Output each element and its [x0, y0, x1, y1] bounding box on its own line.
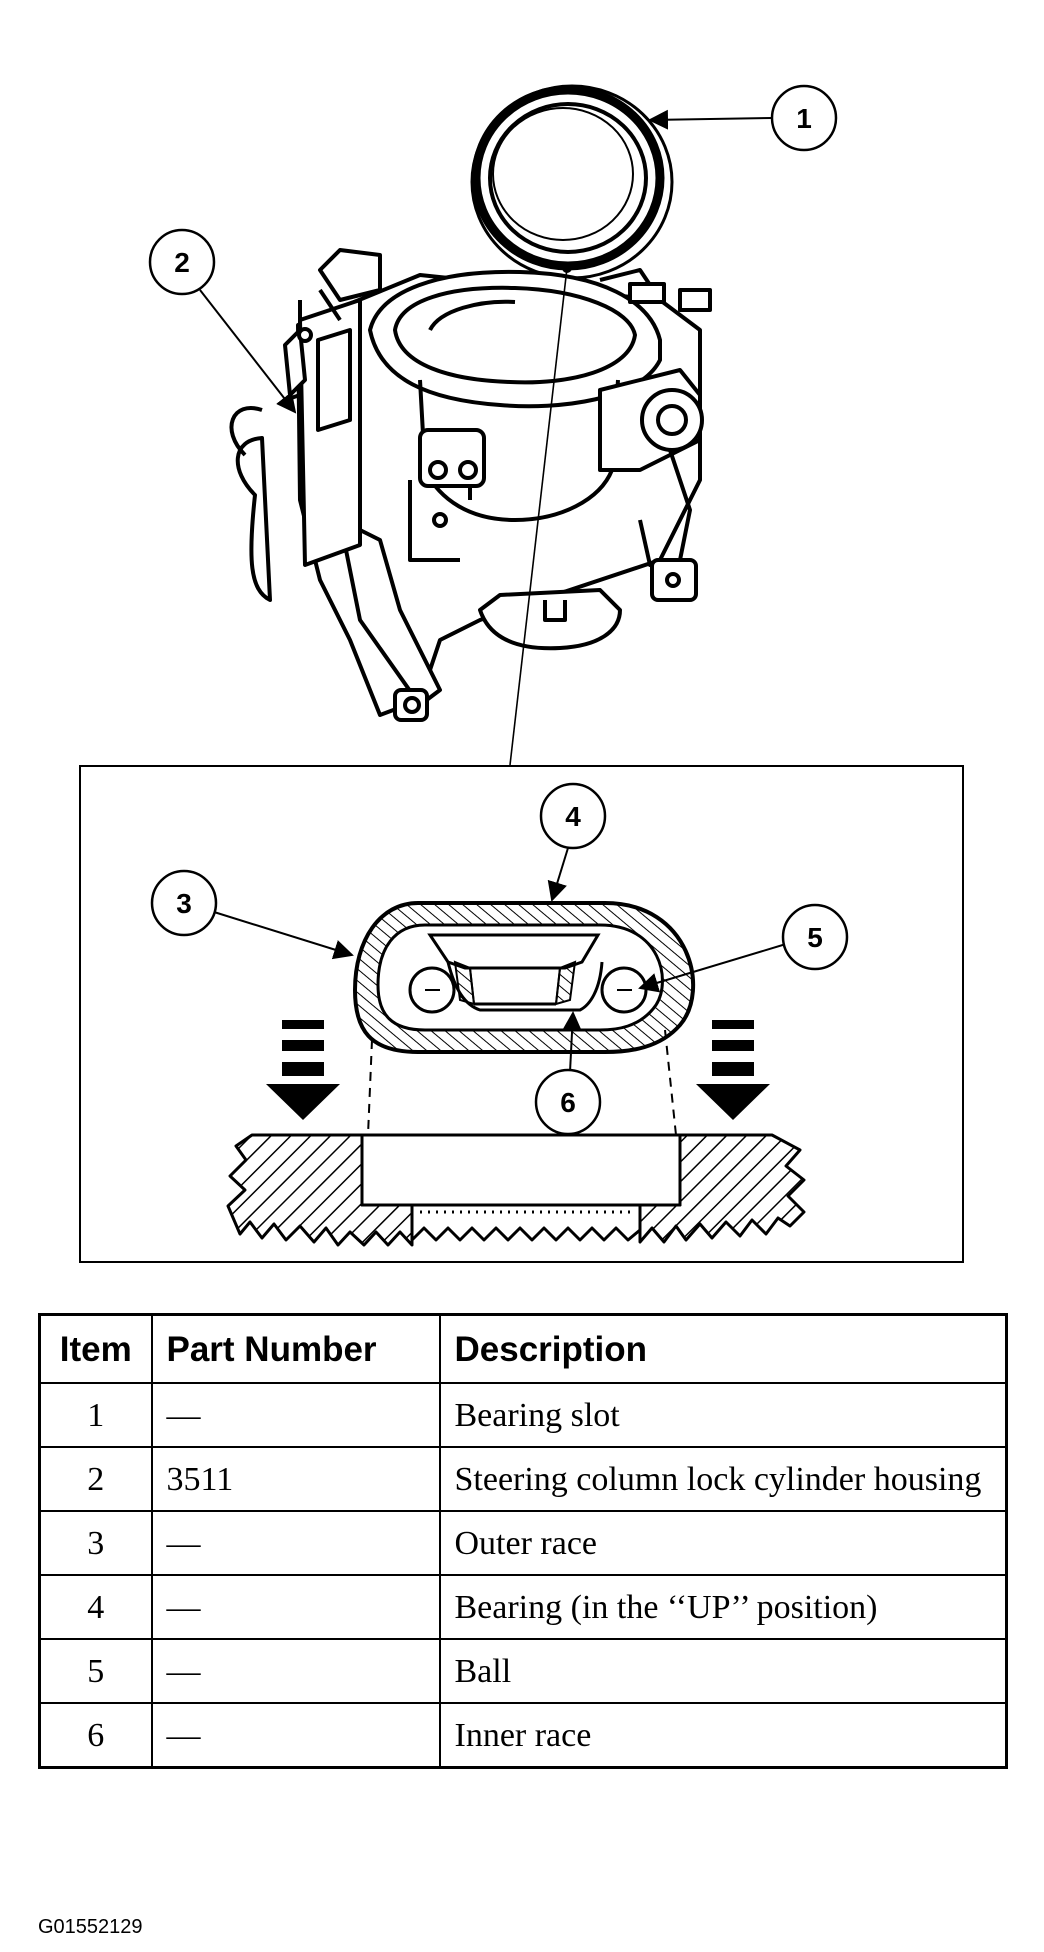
callout-3-label: 3: [176, 888, 192, 919]
press-arrow-right: [696, 1020, 770, 1120]
table-row: 2 3511 Steering column lock cylinder hou…: [38, 1446, 1008, 1512]
row-part-number: —: [150, 1638, 441, 1704]
row-part-number: —: [150, 1382, 441, 1448]
callout-2: 2: [148, 228, 297, 414]
detail-view-frame: [79, 765, 964, 1263]
table-row: 1 — Bearing slot: [38, 1382, 1008, 1448]
row-description: Ball: [438, 1638, 1008, 1704]
callout-4: 4: [539, 782, 607, 902]
row-item: 5: [38, 1638, 153, 1704]
callout-6-label: 6: [560, 1087, 576, 1118]
callout-1: 1: [648, 84, 838, 152]
row-description: Bearing slot: [438, 1382, 1008, 1448]
row-item: 3: [38, 1510, 153, 1576]
callout-1-label: 1: [796, 103, 812, 134]
lock-cylinder-housing: [229, 248, 712, 722]
table-header-row: Item Part Number Description: [38, 1313, 1008, 1384]
callout-5: 5: [638, 903, 849, 993]
row-part-number: —: [150, 1574, 441, 1640]
header-item: Item: [38, 1313, 153, 1384]
row-item: 6: [38, 1702, 153, 1769]
column-cutaway: [226, 1133, 806, 1247]
header-part-number: Part Number: [150, 1313, 441, 1384]
row-description: Steering column lock cylinder housing: [438, 1446, 1008, 1512]
figure-id: G01552129: [38, 1916, 143, 1938]
exploded-view-diagram: 1 2 3 4 5 6: [79, 84, 964, 1263]
row-item: 4: [38, 1574, 153, 1640]
bearing-ring: [470, 84, 674, 280]
parts-table: Item Part Number Description 1 — Bearing…: [38, 1313, 1008, 1769]
row-item: 2: [38, 1446, 153, 1512]
row-description: Outer race: [438, 1510, 1008, 1576]
row-item: 1: [38, 1382, 153, 1448]
row-part-number: 3511: [150, 1446, 441, 1512]
callout-4-label: 4: [565, 801, 581, 832]
bearing-cross-section: [352, 901, 696, 1054]
table-row: 4 — Bearing (in the ‘‘UP’’ position): [38, 1574, 1008, 1640]
callout-3: 3: [150, 869, 354, 960]
callout-5-label: 5: [807, 922, 823, 953]
table-row: 6 — Inner race: [38, 1702, 1008, 1769]
row-part-number: —: [150, 1702, 441, 1769]
row-description: Bearing (in the ‘‘UP’’ position): [438, 1574, 1008, 1640]
table-row: 5 — Ball: [38, 1638, 1008, 1704]
header-description: Description: [438, 1313, 1008, 1384]
table-row: 3 — Outer race: [38, 1510, 1008, 1576]
callout-2-label: 2: [174, 247, 190, 278]
callout-6: 6: [534, 1011, 602, 1136]
detail-leader-line: [509, 267, 568, 766]
row-part-number: —: [150, 1510, 441, 1576]
press-arrow-left: [266, 1020, 340, 1120]
projection-lines: [367, 1029, 677, 1136]
row-description: Inner race: [438, 1702, 1008, 1769]
